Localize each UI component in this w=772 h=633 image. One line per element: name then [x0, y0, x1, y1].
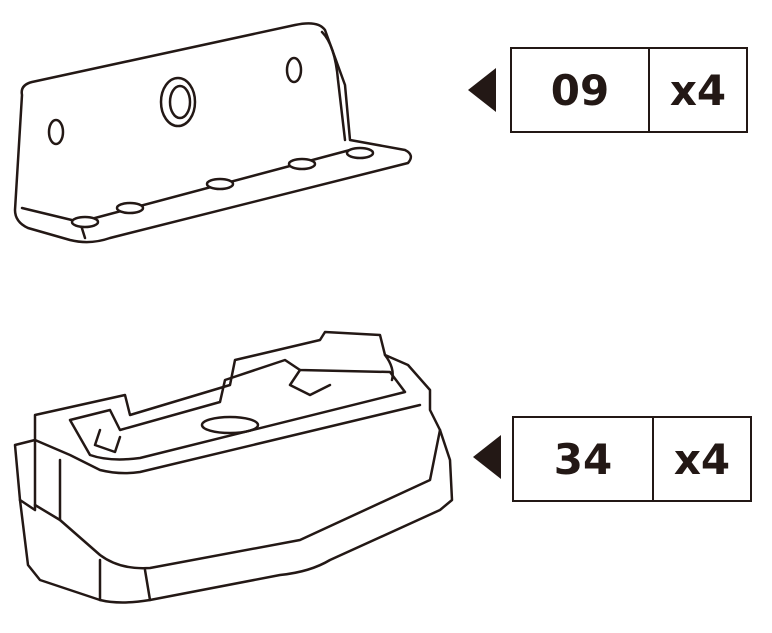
- part-label-34: 34 x4: [512, 416, 752, 502]
- pointer-arrow-icon: [468, 68, 496, 112]
- part-label-09: 09 x4: [510, 47, 748, 133]
- part-number: 34: [514, 418, 654, 500]
- part-quantity: x4: [669, 65, 727, 115]
- pointer-arrow-icon: [473, 435, 501, 479]
- l-bracket-icon: [13, 22, 413, 244]
- part-number: 09: [512, 49, 650, 131]
- part-quantity: x4: [673, 434, 731, 484]
- foot-base-icon: [13, 330, 454, 604]
